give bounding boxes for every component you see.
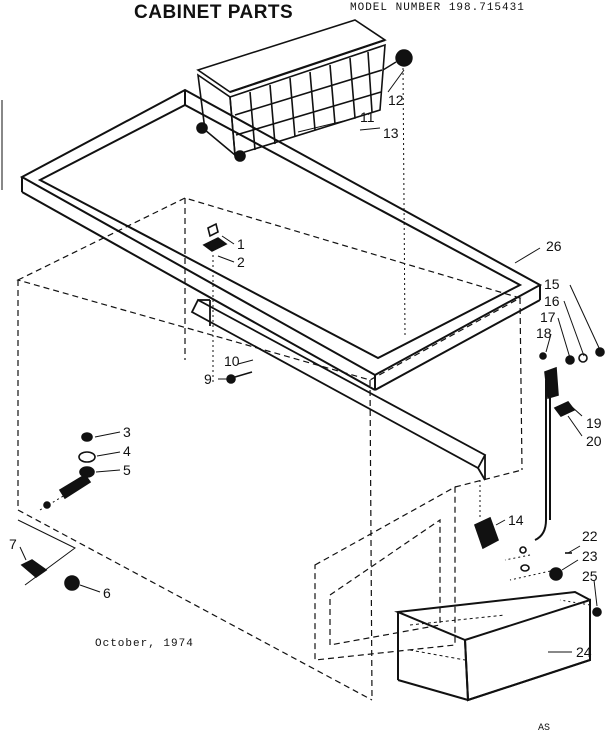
basket-knob [382,49,413,71]
cabinet-body [16,197,523,701]
callout-13: 13 [383,125,399,141]
issue-date: October, 1974 [95,638,194,650]
callout-9: 9 [204,371,212,387]
lid-clip [202,222,228,252]
callout-7: 7 [9,536,17,552]
callout-25: 25 [582,568,598,584]
assembly-guides [39,67,591,606]
callout-17: 17 [540,309,556,325]
callout-11: 11 [360,109,375,125]
diagram-title: CABINET PARTS [134,2,294,23]
callout-19: 19 [586,415,602,431]
callout-2: 2 [237,254,245,270]
cabinet-bracket [17,519,76,586]
callout-3: 3 [123,424,131,440]
model-number: MODEL NUMBER 198.715431 [350,2,525,14]
callout-16: 16 [544,293,560,309]
callout-4: 4 [123,443,131,459]
callout-20: 20 [586,433,602,449]
thermostat-knob-group [43,432,96,509]
callout-labels: 1 2 3 4 5 6 7 9 10 11 12 13 14 15 16 17 … [9,92,602,660]
callout-23: 23 [582,548,598,564]
callout-1: 1 [237,236,245,252]
wire-basket [196,19,387,162]
kick-plate [394,590,591,702]
callout-15: 15 [544,276,560,292]
callout-14: 14 [508,512,524,528]
callout-6: 6 [103,585,111,601]
drain-plug-group [519,546,602,617]
lid-frame [19,88,543,391]
callout-10: 10 [224,353,240,369]
drain-tube [534,380,551,541]
hinge-rail [190,298,487,481]
page-code: AS [538,723,551,734]
callout-5: 5 [123,462,131,478]
hinge-screw [226,371,253,384]
leveling-screw [64,575,80,591]
callout-12: 12 [388,92,404,108]
leader-lines [19,69,601,653]
callout-18: 18 [536,325,552,341]
latch-assembly [474,347,605,550]
callout-24: 24 [576,644,592,660]
callout-22: 22 [582,528,598,544]
callout-26: 26 [546,238,562,254]
